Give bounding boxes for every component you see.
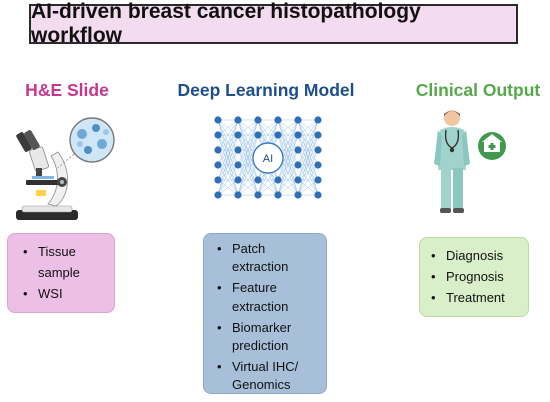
clinical-output-list: Diagnosis Prognosis Treatment xyxy=(422,246,522,308)
diagram-title: AI-driven breast cancer histopathology w… xyxy=(29,0,518,47)
network-node xyxy=(234,191,242,199)
network-node xyxy=(294,191,302,199)
deep-learning-box: Patch extraction Feature extraction Biom… xyxy=(203,233,327,394)
list-item: Treatment xyxy=(431,288,522,309)
network-node xyxy=(274,176,282,184)
list-item: Feature extraction xyxy=(217,279,320,315)
list-item: WSI xyxy=(23,284,106,305)
network-node xyxy=(314,191,322,199)
network-node xyxy=(274,131,282,139)
microscope-icon xyxy=(8,112,118,224)
network-node xyxy=(254,131,262,139)
network-node xyxy=(234,116,242,124)
network-node xyxy=(314,146,322,154)
list-item: Prognosis xyxy=(431,267,522,288)
network-node xyxy=(214,146,222,154)
network-node xyxy=(214,131,222,139)
ai-core-node xyxy=(252,142,284,174)
clinical-output-box: Diagnosis Prognosis Treatment xyxy=(419,237,529,317)
network-node xyxy=(294,116,302,124)
list-item: Virtual IHC/ Genomics xyxy=(217,358,320,394)
network-node xyxy=(314,161,322,169)
network-node xyxy=(214,176,222,184)
network-node xyxy=(214,191,222,199)
network-node xyxy=(254,176,262,184)
list-item: Biomarker prediction xyxy=(217,319,320,355)
clinical-output-heading: Clinical Output xyxy=(415,80,541,100)
network-node xyxy=(274,116,282,124)
he-slide-box: Tissue sample WSI xyxy=(7,233,115,313)
network-node xyxy=(234,176,242,184)
network-node xyxy=(254,191,262,199)
network-node xyxy=(254,116,262,124)
network-node xyxy=(294,176,302,184)
network-node xyxy=(234,146,242,154)
network-node xyxy=(294,161,302,169)
ai-node-label: AI xyxy=(262,153,274,165)
list-item: Diagnosis xyxy=(431,246,522,267)
network-node xyxy=(294,146,302,154)
network-node xyxy=(314,176,322,184)
neural-network-icon xyxy=(208,112,328,212)
network-node xyxy=(294,131,302,139)
network-node xyxy=(274,191,282,199)
list-item: Tissue sample xyxy=(23,242,106,284)
network-node xyxy=(214,161,222,169)
doctor-icon xyxy=(428,108,508,218)
network-node xyxy=(234,131,242,139)
deep-learning-list: Patch extraction Feature extraction Biom… xyxy=(208,240,320,395)
deep-learning-heading: Deep Learning Model xyxy=(177,80,355,100)
network-node xyxy=(314,131,322,139)
list-item: Patch extraction xyxy=(217,240,320,276)
network-node xyxy=(214,116,222,124)
he-slide-heading: H&E Slide xyxy=(25,80,109,100)
network-node xyxy=(314,116,322,124)
network-node xyxy=(234,161,242,169)
he-slide-list: Tissue sample WSI xyxy=(14,242,106,304)
